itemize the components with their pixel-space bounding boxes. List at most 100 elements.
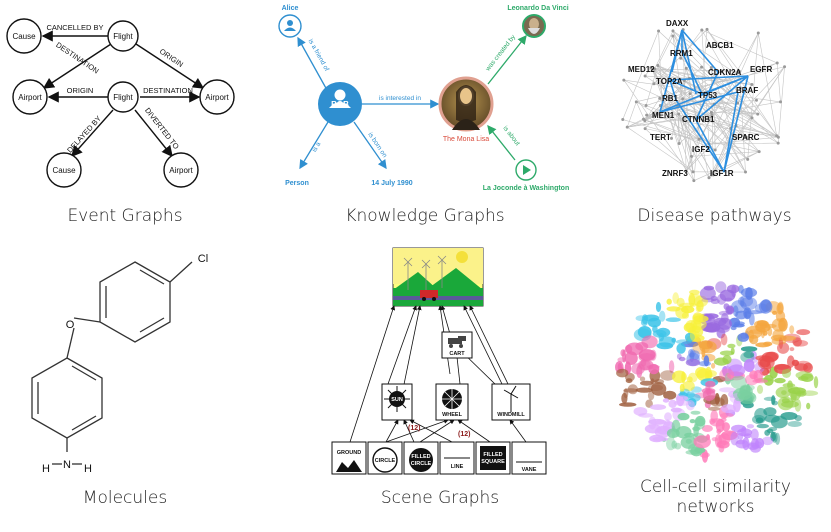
gene-ctnnb1: CTNNB1 (682, 115, 715, 124)
label-line: LINE (451, 464, 464, 470)
edge-label-friend: is a friend of (307, 38, 330, 73)
label-mona-lisa: The Mona Lisa (443, 136, 489, 143)
count-sun: (12) (408, 425, 420, 432)
label-cause-bottom: Cause (52, 166, 76, 175)
gene-sparc: SPARC (732, 133, 760, 142)
molecule-panel: Cl O N H H (31, 253, 208, 475)
label-filled-circle-1: FILLED (411, 454, 430, 460)
label-wheel: WHEEL (442, 412, 463, 418)
edge-label-about: is about (501, 125, 521, 147)
atom-o: O (66, 319, 75, 331)
label-filled-square-1: FILLED (483, 452, 502, 458)
node-circle (367, 441, 403, 475)
label-joconde: La Joconde à Washington (483, 185, 569, 192)
gene-igf1r: IGF1R (710, 169, 734, 178)
node-cart (441, 331, 473, 359)
cell-similarity-panel (615, 281, 819, 463)
edge-label-origin-top: ORIGIN (158, 47, 185, 69)
edge-origin-top (135, 43, 205, 89)
play-icon (523, 165, 531, 175)
label-airport-right: Airport (205, 93, 229, 102)
person-icon (329, 89, 351, 108)
gene-rb1: RB1 (662, 94, 679, 103)
edge-label-origin-mid: ORIGIN (67, 86, 94, 95)
node-airport-left (12, 79, 48, 115)
node-windmill (491, 383, 531, 421)
node-ground (331, 441, 367, 475)
caption-cell-similarity: Cell-cell similarity networks (600, 477, 831, 517)
gene-rrm1: RRM1 (670, 49, 693, 58)
node-wheel (435, 383, 469, 421)
knowledge-graph-panel: Alice BOB Leonardo Da Vinci The Mona Lis… (278, 5, 569, 192)
edge-about (487, 124, 516, 161)
label-sun: SUN (391, 397, 403, 403)
gene-daxx: DAXX (666, 19, 689, 28)
caption-knowledge-graphs: Knowledge Graphs (345, 206, 505, 226)
label-airport-left: Airport (18, 93, 42, 102)
label-bob: BOB (331, 100, 349, 109)
scene-image (392, 247, 484, 307)
edge-diverted-to (134, 109, 173, 158)
edge-friend (297, 36, 328, 91)
event-graph-panel: Cause Flight Airport Flight Airport Caus… (6, 18, 235, 188)
label-circle: CIRCLE (375, 458, 396, 464)
label-windmill: WINDMILL (497, 412, 525, 418)
node-filled-square (475, 441, 511, 475)
atom-cl: Cl (198, 253, 208, 265)
node-flight-top (107, 20, 139, 52)
gene-braf: BRAF (736, 86, 758, 95)
sun-icon (456, 251, 468, 263)
gene-tp53: TP53 (698, 91, 718, 100)
car-icon (420, 290, 438, 298)
label-leonardo: Leonardo Da Vinci (507, 5, 568, 12)
caption-disease-pathways: Disease pathways (637, 206, 792, 226)
edge-label-delayed-by: DELAYED BY (65, 114, 103, 155)
label-filled-circle-2: CIRCLE (411, 461, 432, 467)
label-cart: CART (449, 351, 465, 357)
gene-tert: TERT (650, 133, 671, 142)
edge-isa (299, 121, 329, 170)
label-alice: Alice (282, 5, 299, 12)
atom-h-right: H (84, 463, 92, 475)
node-cause-bottom (46, 152, 82, 188)
edge-label-destination-mid: DESTINATION (143, 86, 193, 95)
gene-men1: MEN1 (652, 111, 675, 120)
node-airport-right (199, 79, 235, 115)
label-filled-square-2: SQUARE (481, 459, 505, 465)
label-cause-top: Cause (12, 32, 36, 41)
molecule-bonds (31, 261, 193, 465)
edge-created (487, 34, 527, 85)
gene-cdkn2a: CDKN2A (708, 68, 742, 77)
cell-cluster-blobs (615, 281, 819, 463)
leonardo-portrait-icon (528, 18, 540, 34)
edge-label-interested: is interested in (379, 95, 421, 102)
node-cause-top (6, 18, 42, 54)
gene-abcb1: ABCB1 (706, 41, 734, 50)
mona-lisa-portrait-icon (452, 85, 480, 130)
label-person: Person (285, 180, 309, 187)
edge-destination-top (42, 43, 112, 89)
label-ground: GROUND (337, 450, 361, 456)
edge-delayed-by (71, 109, 114, 158)
person-icon (284, 20, 296, 31)
scene-graph-panel: CART SUN WHEEL WINDMILL GROUND CIRCLE FI… (331, 247, 547, 475)
node-flight-mid (107, 81, 139, 113)
node-filled-circle (403, 441, 439, 475)
edge-born (353, 121, 387, 170)
edge-label-cancelled-by: CANCELLED BY (46, 23, 103, 32)
gene-egfr: EGFR (750, 65, 772, 74)
label-flight-top: Flight (113, 32, 133, 41)
caption-event-graphs: Event Graphs (67, 206, 183, 226)
caption-scene-graphs: Scene Graphs (380, 488, 500, 508)
caption-cell-line1: Cell-cell similarity (639, 477, 791, 497)
edge-label-destination-top: DESTINATION (54, 40, 100, 75)
gene-igf2: IGF2 (692, 145, 710, 154)
label-vane: VANE (522, 467, 537, 473)
count-wheel: (12) (458, 431, 470, 438)
edge-label-isa: is a (311, 141, 322, 154)
caption-molecules: Molecules (82, 488, 168, 508)
node-line (439, 441, 475, 475)
label-flight-mid: Flight (113, 93, 133, 102)
hub-edges (659, 29, 749, 173)
